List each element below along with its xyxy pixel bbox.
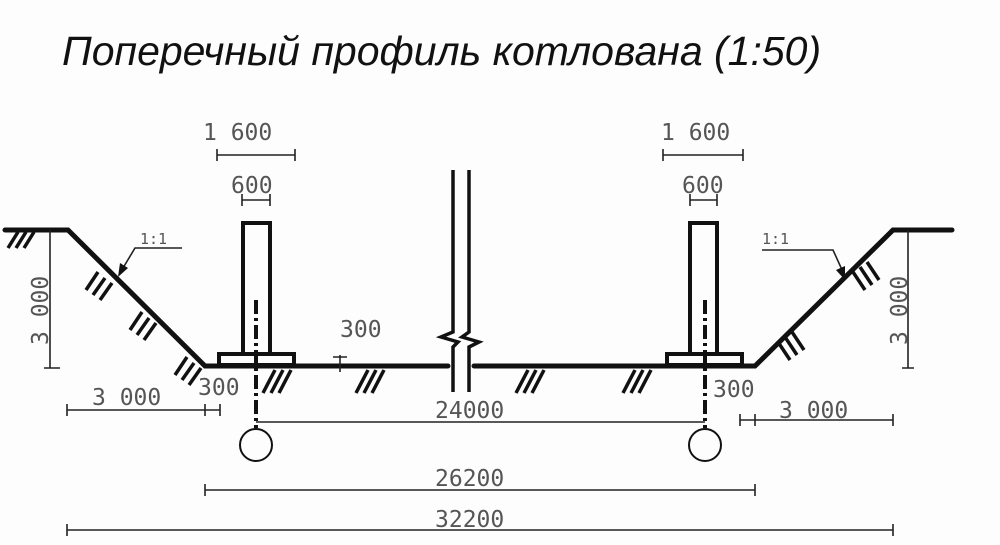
right-drain-pipe [688, 428, 722, 462]
bottom-width-label: 26200 [435, 466, 504, 492]
right-offset-label: 300 [713, 377, 755, 403]
left-drain [239, 300, 273, 462]
right-column-width-label: 600 [682, 173, 724, 199]
left-slope-label: 1:1 [140, 230, 167, 248]
drawing-title: Поперечный профиль котлована (1:50) [62, 28, 822, 74]
right-slope-run-label: 3 000 [779, 398, 848, 424]
top-width-label: 32200 [435, 507, 504, 533]
slope-arrows [118, 263, 845, 280]
left-slope-run-label: 3 000 [92, 385, 161, 411]
excavation-outline [2, 227, 955, 369]
left-footing-width-label: 1 600 [203, 120, 272, 146]
left-depth-label: 3 000 [28, 276, 54, 345]
bottom-step-label: 300 [340, 317, 382, 343]
right-slope-label: 1:1 [762, 230, 789, 248]
left-offset-label: 300 [198, 375, 240, 401]
left-drain-pipe [239, 428, 273, 462]
break-line [435, 170, 484, 392]
dimension-lines [44, 149, 914, 536]
soil-hatching [6, 231, 881, 394]
right-drain [688, 300, 722, 462]
left-column-width-label: 600 [231, 173, 273, 199]
right-depth-label: 3 000 [887, 276, 913, 345]
right-footing-width-label: 1 600 [661, 120, 730, 146]
between-drains-label: 24000 [435, 398, 504, 424]
